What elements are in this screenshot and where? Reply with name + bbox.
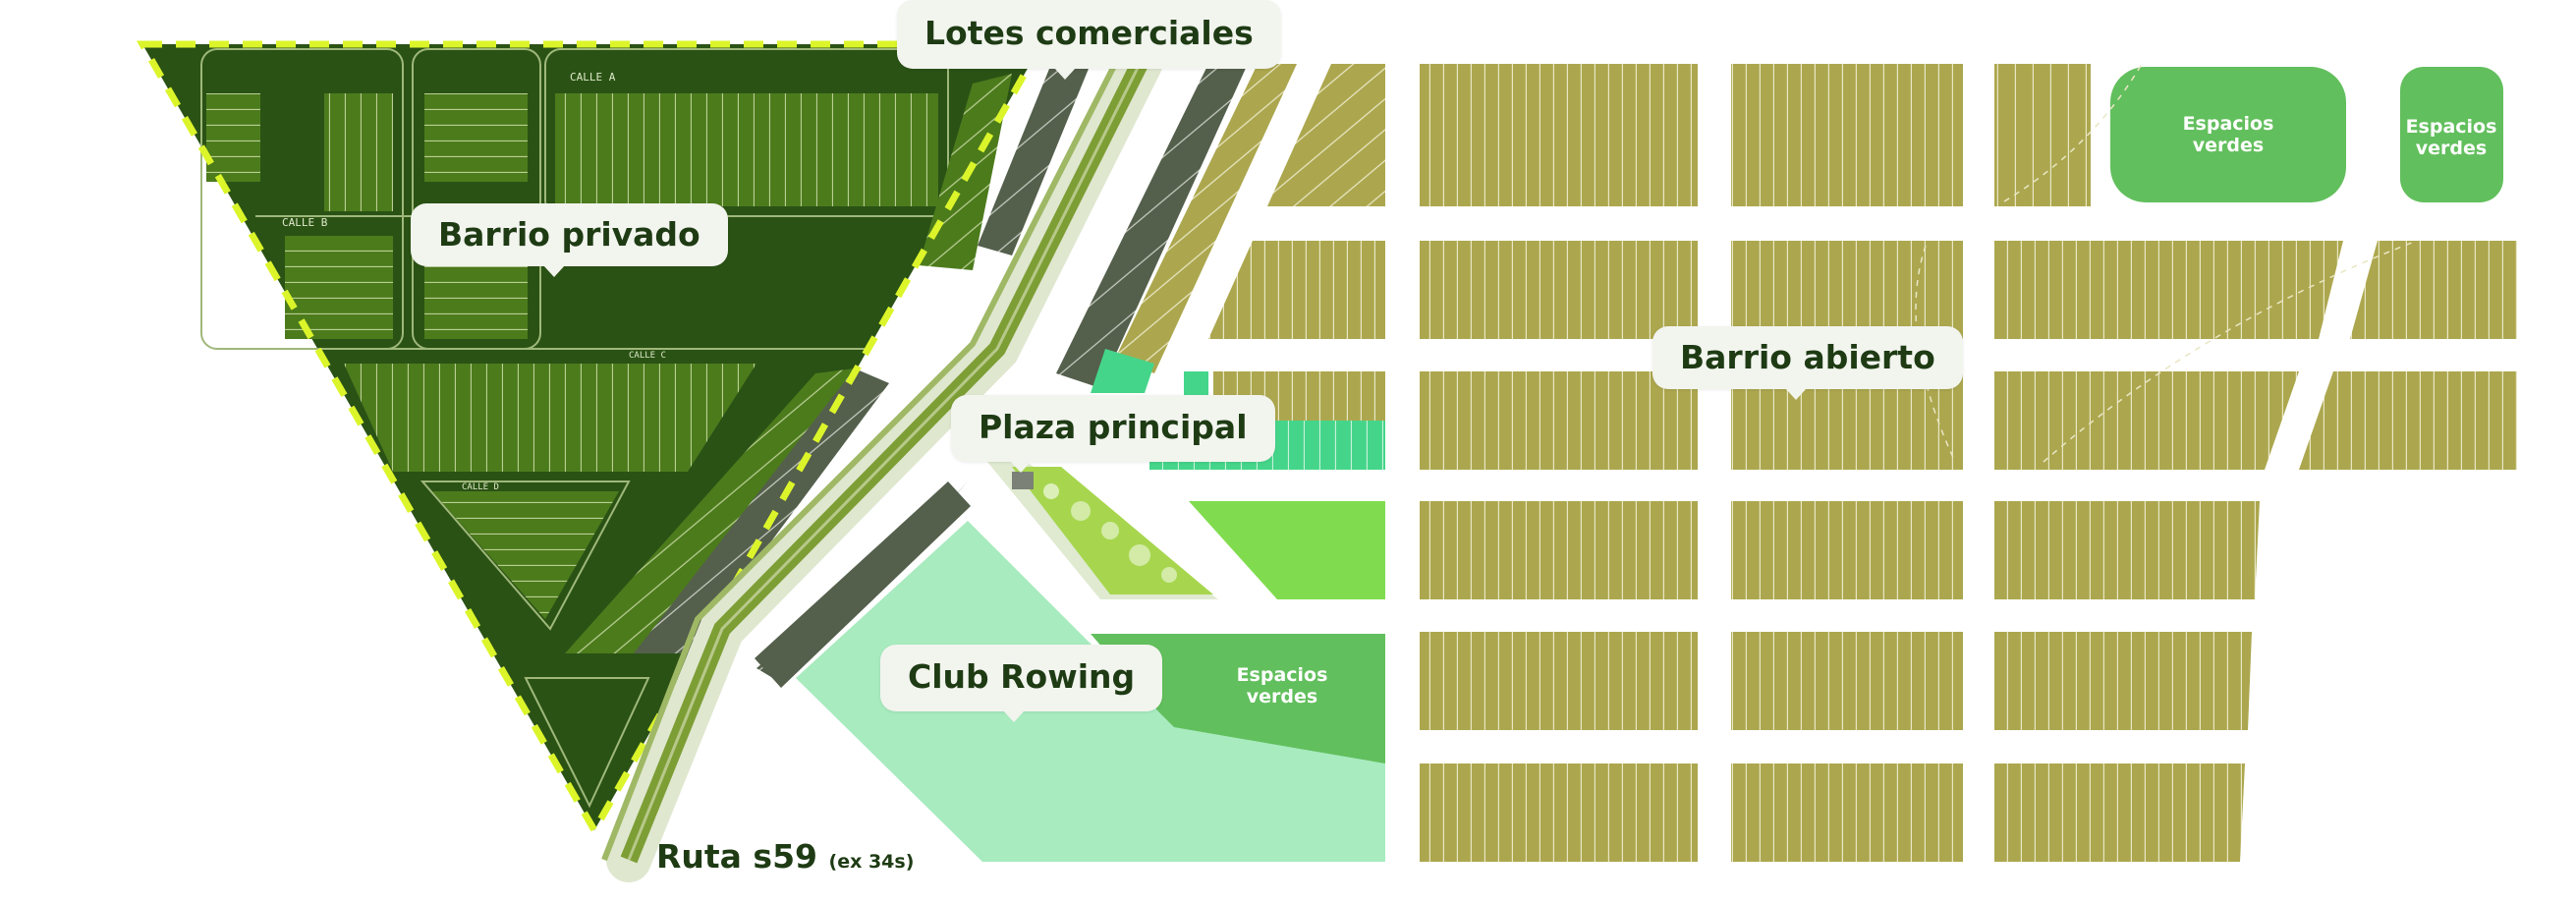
commercial-lots-inner xyxy=(978,64,1091,255)
main-road xyxy=(601,41,1162,882)
road-label: Ruta s59 (ex 34s) xyxy=(656,837,914,876)
street-label-calle-d: CALLE D xyxy=(462,482,499,492)
label-plaza-principal[interactable]: Plaza principal xyxy=(951,395,1275,473)
street-label-calle-b: CALLE B xyxy=(282,216,328,229)
label-club-rowing-text: Club Rowing xyxy=(908,657,1136,696)
commercial-lots-strip xyxy=(1056,64,1248,388)
label-pointer xyxy=(1010,461,1032,473)
label-lotes-comerciales[interactable]: Lotes comerciales xyxy=(897,0,1281,80)
label-pointer xyxy=(1785,388,1807,400)
lime-green-block xyxy=(1189,501,1385,599)
open-lots-diagonal xyxy=(1115,64,1297,373)
label-pointer xyxy=(1054,68,1076,80)
label-barrio-privado[interactable]: Barrio privado xyxy=(411,203,728,277)
street-label-calle-c: CALLE C xyxy=(629,351,666,361)
street-labels: CALLE A CALLE B CALLE C CALLE D xyxy=(282,71,666,492)
label-barrio-abierto-text: Barrio abierto xyxy=(1680,338,1935,376)
green-space-mid xyxy=(1091,634,1385,764)
mint-lots-strip xyxy=(1184,371,1208,395)
private-neighborhood-area xyxy=(136,40,1048,838)
label-club-rowing[interactable]: Club Rowing xyxy=(880,645,1163,722)
green-space-top-small xyxy=(2400,67,2503,202)
label-pointer xyxy=(1003,710,1025,722)
road-name: Ruta s59 xyxy=(656,837,818,876)
label-barrio-abierto[interactable]: Barrio abierto xyxy=(1652,326,1963,400)
road-note: (ex 34s) xyxy=(828,851,915,873)
street-label-calle-a: CALLE A xyxy=(570,71,616,84)
mint-lots-upper xyxy=(1091,349,1154,393)
commercial-lots-club xyxy=(755,481,971,688)
label-lotes-comerciales-text: Lotes comerciales xyxy=(924,14,1254,52)
green-space-top-large xyxy=(2110,67,2346,202)
label-pointer xyxy=(543,265,565,277)
label-plaza-principal-text: Plaza principal xyxy=(979,408,1248,446)
main-plaza xyxy=(987,462,1218,599)
label-barrio-privado-text: Barrio privado xyxy=(438,215,700,254)
